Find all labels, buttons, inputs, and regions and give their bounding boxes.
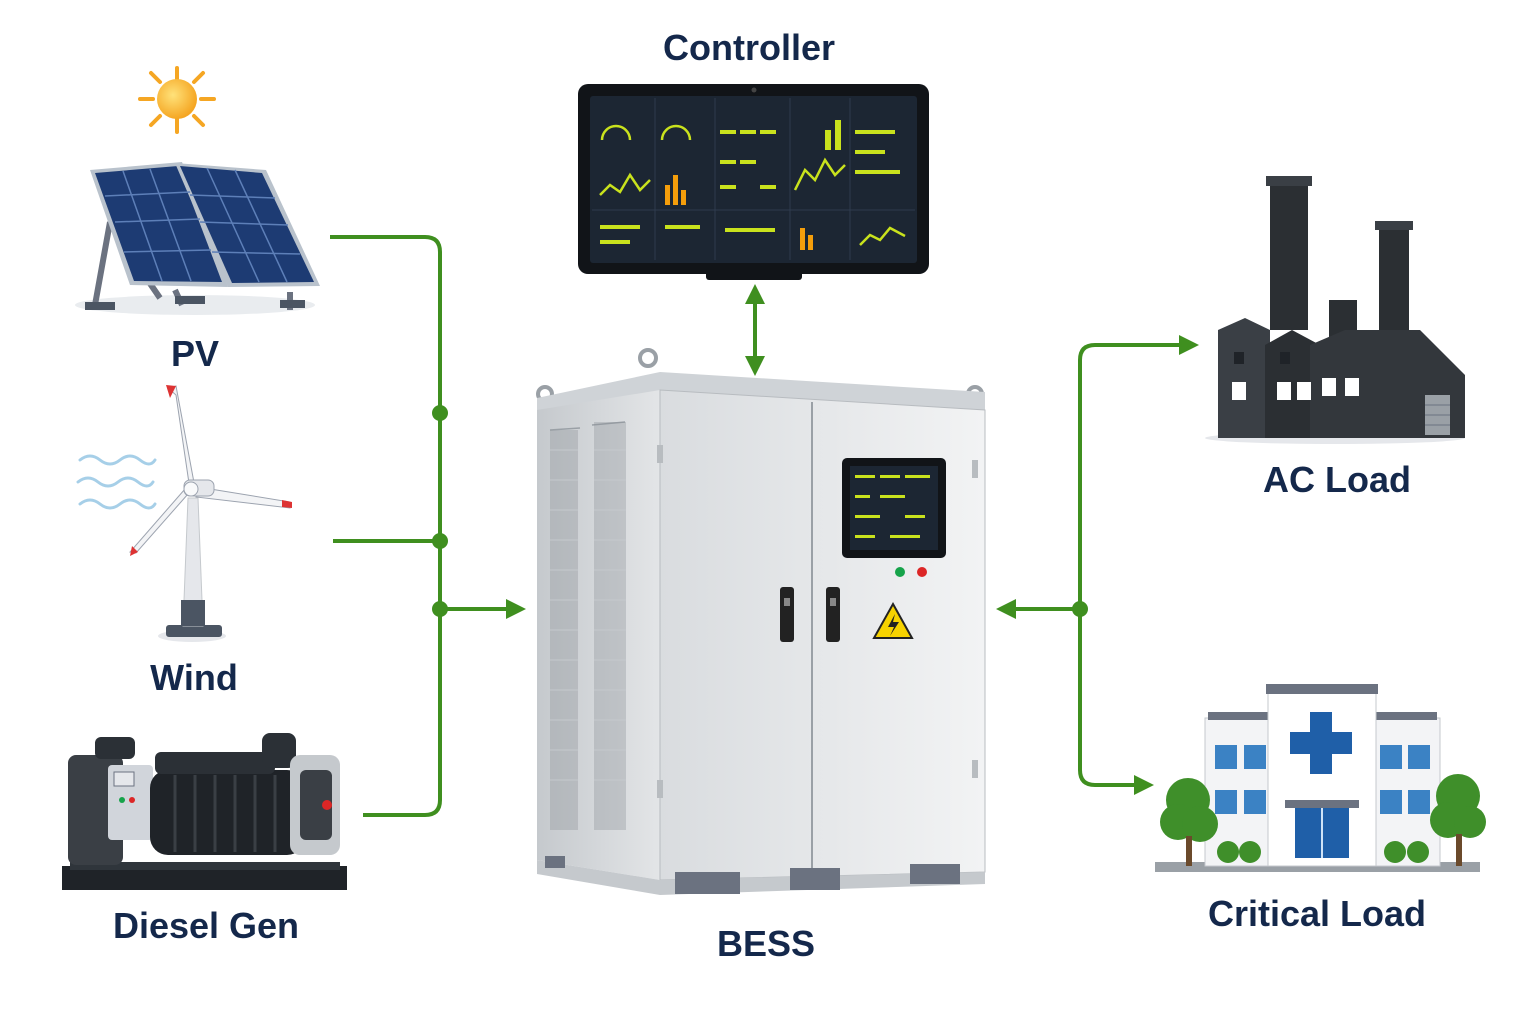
bus-junctions-left <box>432 405 448 617</box>
bus-junction-right <box>1072 601 1088 617</box>
wind-turbine-icon <box>129 385 292 642</box>
wind-waves-icon <box>76 454 157 510</box>
left-bus-lines <box>330 235 526 817</box>
controller-monitor-icon <box>578 84 929 280</box>
factory-icon <box>1205 176 1465 444</box>
controller-label: Controller <box>662 27 836 68</box>
battery-cabinet-icon <box>536 348 986 895</box>
critical-load-label: Critical Load <box>1207 893 1427 934</box>
pv-label: PV <box>170 333 220 374</box>
right-bus-lines <box>996 335 1199 795</box>
diesel-gen-label: Diesel Gen <box>112 905 300 946</box>
high-voltage-warning-icon <box>872 601 914 639</box>
bess-label: BESS <box>716 923 816 964</box>
ac-load-label: AC Load <box>1263 459 1411 500</box>
diesel-generator-icon <box>62 733 347 890</box>
wind-label: Wind <box>150 657 238 698</box>
sun-icon <box>138 66 216 134</box>
solar-panel-icon <box>75 162 320 315</box>
hospital-icon <box>1155 684 1486 872</box>
